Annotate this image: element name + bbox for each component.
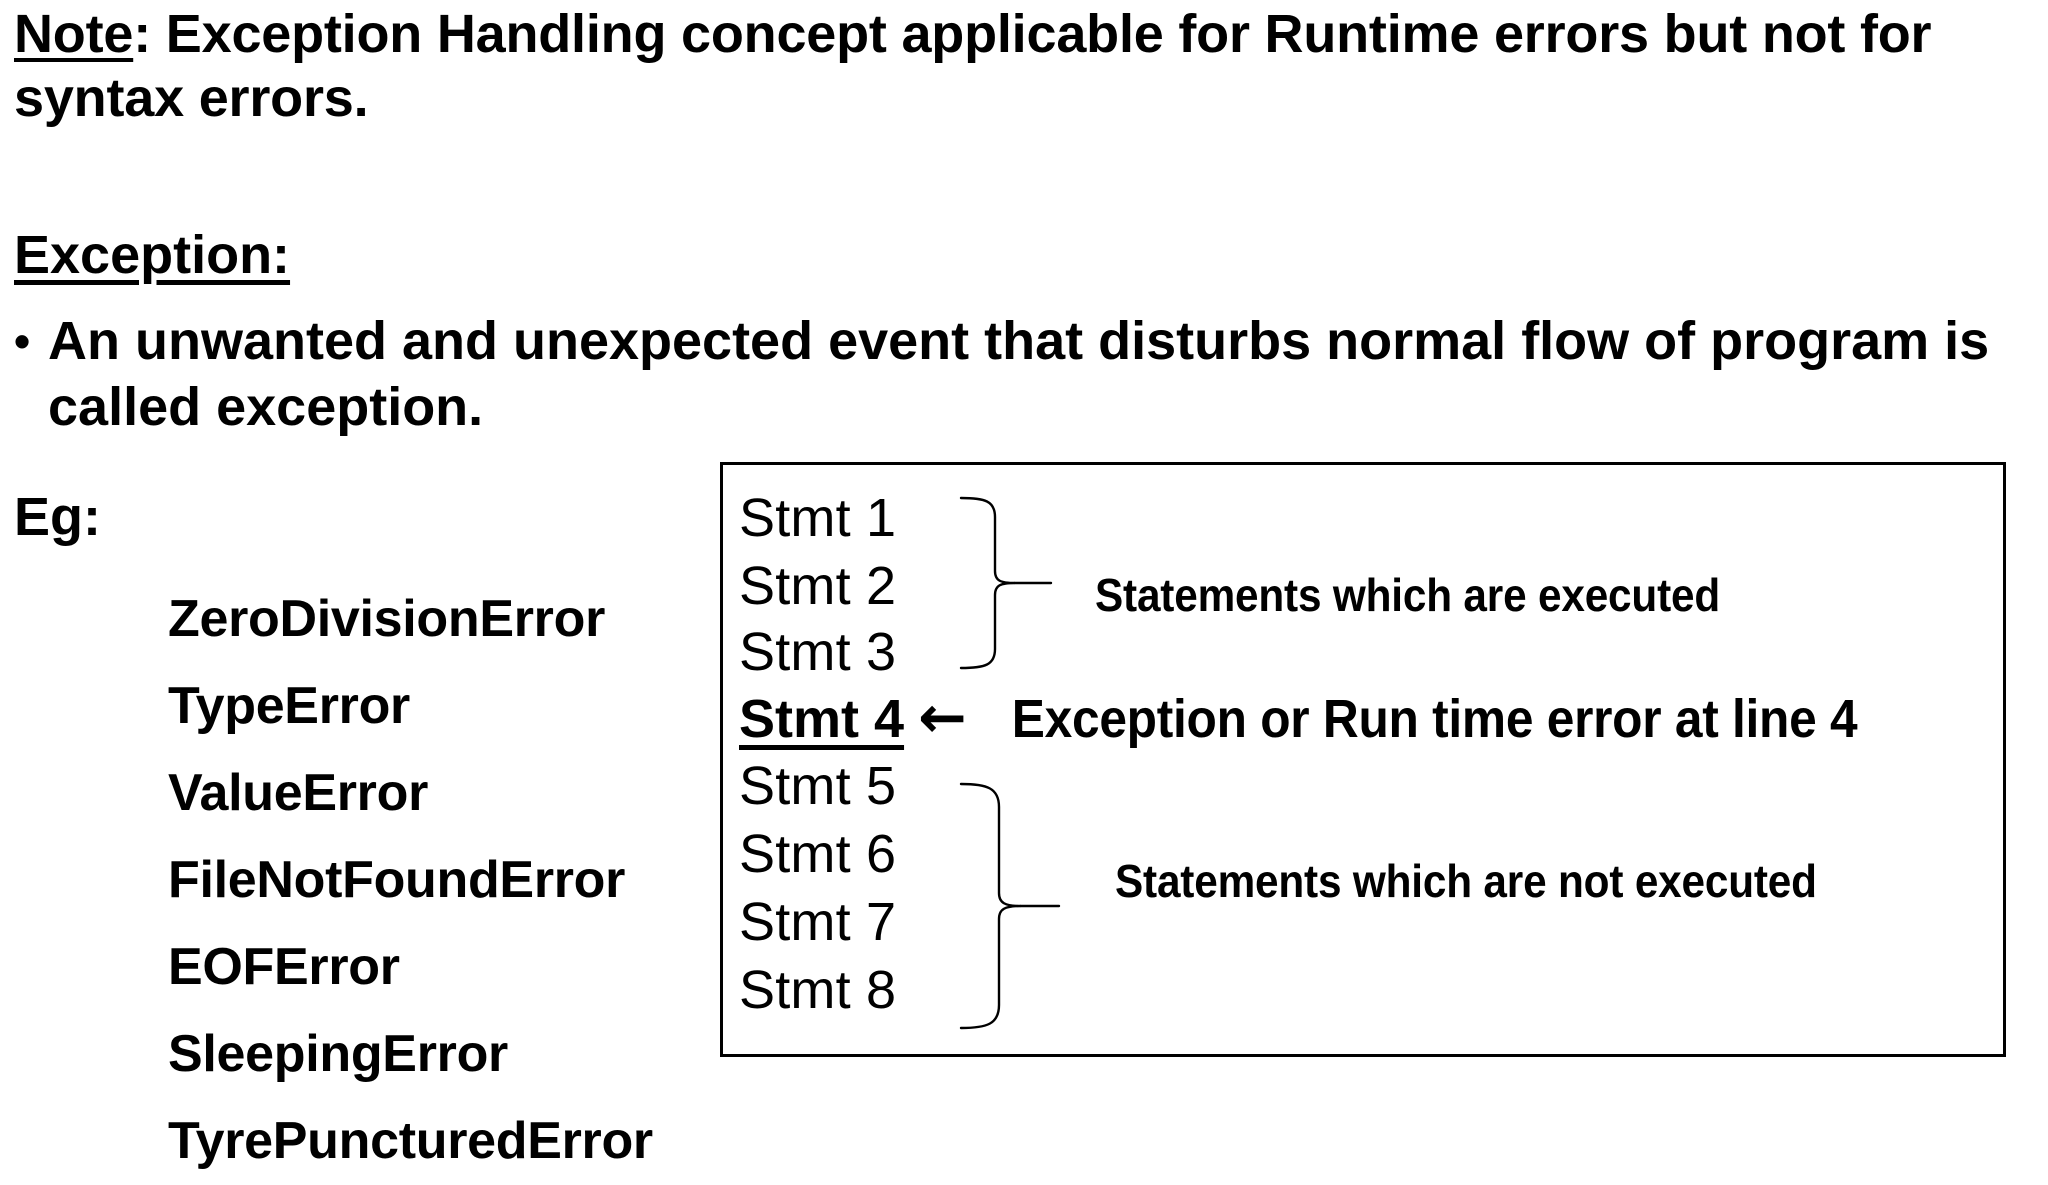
statement-line: Stmt 2 — [739, 556, 897, 616]
slide-canvas: Note: Exception Handling concept applica… — [14, 2, 2044, 1170]
definition-bullet: • An unwanted and unexpected event that … — [14, 308, 2044, 440]
note-line2: syntax errors. — [14, 68, 369, 128]
statement-line: Stmt 6 — [739, 824, 897, 884]
list-item: TypeError — [168, 677, 410, 735]
list-item: TyrePuncturedError — [168, 1112, 653, 1170]
list-item: ZeroDivisionError — [168, 590, 606, 648]
caption-not-executed: Statements which are not executed — [1115, 855, 1817, 907]
note-text: Exception Handling concept applicable fo… — [151, 4, 1932, 64]
list-item: SleepingError — [168, 1025, 508, 1083]
caption-executed: Statements which are executed — [1095, 569, 1721, 621]
error-statement-row: Stmt 4 ← Exception or Run time error at … — [739, 687, 1894, 749]
error-example-list: ZeroDivisionError TypeError ValueError F… — [168, 576, 688, 1185]
note-paragraph: Note: Exception Handling concept applica… — [14, 2, 2044, 130]
definition-line2: called exception. — [48, 377, 484, 437]
bullet-dot-icon: • — [14, 315, 31, 367]
execution-flow-diagram: Stmt 1 Stmt 2 Stmt 3 Stmt 4 ← Exception … — [720, 462, 2006, 1057]
statement-line: Stmt 7 — [739, 892, 897, 952]
list-item: FileNotFoundError — [168, 851, 626, 909]
list-item: EOFError — [168, 938, 400, 996]
example-label: Eg: — [14, 487, 101, 547]
statement-line: Stmt 5 — [739, 756, 897, 816]
statement-line: Stmt 1 — [739, 488, 897, 548]
note-colon: : — [133, 4, 151, 64]
statement-line: Stmt 3 — [739, 622, 897, 682]
error-statement-label: Stmt 4 — [739, 689, 905, 749]
definition-text: An unwanted and unexpected event that di… — [48, 308, 2044, 440]
exception-heading: Exception: — [14, 225, 291, 285]
error-statement-annotation: Exception or Run time error at line 4 — [1011, 689, 1858, 749]
left-arrow-icon: ← — [918, 683, 967, 751]
note-label: Note — [14, 4, 134, 64]
definition-line1: An unwanted and unexpected event that di… — [48, 311, 1990, 371]
curly-brace-executed-icon — [959, 496, 1053, 670]
curly-brace-not-executed-icon — [959, 782, 1061, 1030]
list-item: ValueError — [168, 764, 429, 822]
statement-line: Stmt 8 — [739, 960, 897, 1020]
